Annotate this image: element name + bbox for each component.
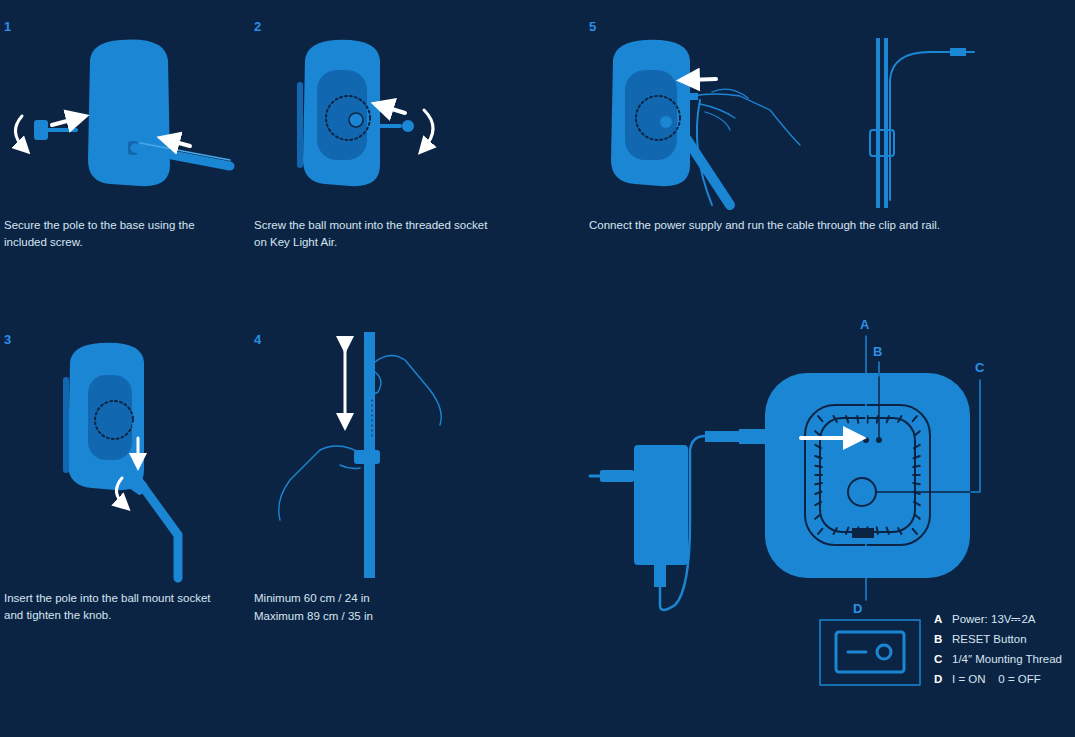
step-number: 2 <box>254 18 261 35</box>
legend-text: Power: 13V⎓2A <box>952 611 1036 628</box>
ring-tick <box>898 528 901 534</box>
ring-tick <box>877 527 878 534</box>
ring-tick <box>915 431 920 435</box>
callout-letter: B <box>873 343 882 360</box>
ring-tick <box>898 416 901 422</box>
callout-letter: C <box>975 359 984 376</box>
legend-key: D <box>934 671 942 688</box>
ring-tick <box>846 416 848 422</box>
ring-tick <box>915 515 920 519</box>
ring-tick <box>913 474 920 476</box>
ring-tick <box>815 466 822 467</box>
ring-tick <box>833 416 836 422</box>
ring-tick <box>914 502 920 505</box>
step-caption: Secure the pole to the base using the in… <box>4 217 219 251</box>
ring-tick <box>815 515 820 519</box>
legend-text: 1/4″ Mounting Thread <box>952 651 1062 668</box>
step-number: 1 <box>4 18 11 35</box>
step-number: 4 <box>254 331 261 348</box>
dimension: Minimum 60 cm / 24 in <box>254 590 370 607</box>
ring-tick <box>914 456 920 458</box>
ring-tick <box>818 416 822 421</box>
callout-letter: D <box>853 600 862 617</box>
ring-tick <box>913 483 920 484</box>
step-caption: Insert the pole into the ball mount sock… <box>4 590 229 624</box>
ring-tick <box>833 528 836 534</box>
ring-tick <box>818 529 822 534</box>
ring-tick <box>887 528 889 534</box>
ring-tick <box>815 502 821 505</box>
legend-text: I = ON 0 = OFF <box>952 671 1041 688</box>
ring-tick <box>887 416 889 422</box>
ring-tick <box>857 416 858 423</box>
ring-tick <box>867 416 869 423</box>
legend-key: C <box>934 651 942 668</box>
ring-tick <box>815 456 821 458</box>
ring-tick <box>815 431 820 435</box>
legend-key: A <box>934 611 942 628</box>
legend-text: RESET Button <box>952 631 1027 648</box>
dimension: Maximum 89 cm / 35 in <box>254 608 373 625</box>
legend-key: B <box>934 631 942 648</box>
ring-tick <box>815 474 822 476</box>
step-number: 3 <box>4 331 11 348</box>
ring-tick <box>815 483 822 484</box>
callout-letter: A <box>860 316 869 333</box>
step-caption: Connect the power supply and run the cab… <box>589 217 940 234</box>
ring-tick <box>914 445 920 448</box>
ring-tick <box>815 445 821 448</box>
step-number: 5 <box>589 18 596 35</box>
ring-tick <box>815 492 821 494</box>
ring-tick <box>913 466 920 467</box>
ring-tick <box>913 416 917 421</box>
step-caption: Screw the ball mount into the threaded s… <box>254 217 494 251</box>
ring-tick <box>913 529 917 534</box>
ring-tick <box>877 416 878 423</box>
ring-tick <box>846 528 848 534</box>
